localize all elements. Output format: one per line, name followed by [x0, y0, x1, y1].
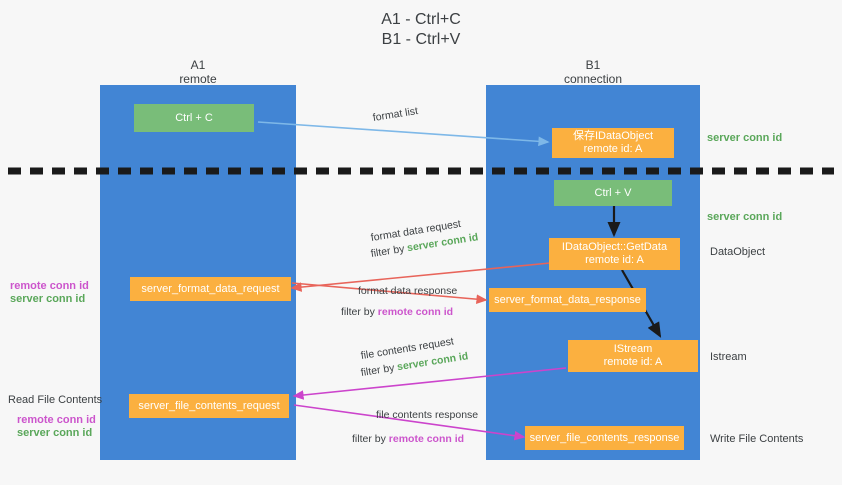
box-save-idataobject[interactable]: 保存IDataObject remote id: A	[552, 128, 674, 158]
label-dataobject: DataObject	[710, 246, 766, 258]
label-read-file-contents: Read File Contents	[8, 394, 103, 406]
lane-a1-subtitle: remote	[179, 72, 217, 86]
edge-label-file-contents-response-filter: filter by remote conn id	[352, 432, 464, 446]
box-server-file-contents-request-label: server_file_contents_request	[138, 399, 280, 412]
box-idataobject-getdata[interactable]: IDataObject::GetData remote id: A	[549, 238, 680, 270]
edge-label-file-contents-response: file contents response	[376, 409, 479, 421]
box-getdata-line1: IDataObject::GetData	[561, 241, 668, 253]
box-getdata-line2: remote id: A	[585, 254, 644, 266]
box-server-file-contents-request[interactable]: server_file_contents_request	[129, 394, 289, 418]
label-server-conn-id-lower: server conn id	[17, 427, 93, 439]
title-line-2: B1 - Ctrl+V	[381, 31, 461, 48]
label-server-conn-id-mid: server conn id	[707, 211, 783, 223]
box-server-file-contents-response-label: server_file_contents_response	[529, 431, 680, 444]
edge-label-file-contents-response-filter-value: remote conn id	[388, 433, 465, 445]
label-istream: Istream	[710, 351, 747, 363]
box-istream[interactable]: IStream remote id: A	[568, 340, 698, 372]
box-save-idataobject-line2: remote id: A	[583, 143, 643, 155]
edge-label-file-contents-request-filter-prefix: filter by	[359, 361, 399, 380]
edge-label-format-data-response-filter: filter by remote conn id	[341, 305, 453, 319]
edge-label-file-contents-response-filter-prefix: filter by	[352, 433, 389, 445]
lane-b1-subtitle: connection	[563, 72, 623, 86]
box-server-format-data-response-label: server_format_data_response	[494, 293, 641, 306]
title-line-1: A1 - Ctrl+C	[381, 11, 461, 28]
label-remote-conn-id-lower: remote conn id	[17, 414, 96, 426]
box-server-format-data-response[interactable]: server_format_data_response	[489, 288, 646, 312]
edge-label-format-data-response-filter-prefix: filter by	[341, 306, 378, 318]
lane-b1-name: B1	[585, 58, 601, 72]
lane-a1-name: A1	[190, 58, 206, 72]
label-remote-conn-id-upper: remote conn id	[10, 280, 89, 292]
page-title: A1 - Ctrl+C B1 - Ctrl+V	[0, 10, 842, 50]
label-server-conn-id-upper: server conn id	[10, 293, 86, 305]
label-write-file-contents: Write File Contents	[710, 433, 804, 445]
box-ctrl-v[interactable]: Ctrl + V	[554, 180, 672, 206]
label-server-conn-id-top: server conn id	[707, 132, 783, 144]
box-ctrl-c-label: Ctrl + C	[175, 111, 213, 124]
lane-a1-header: A1 remote	[100, 58, 296, 86]
lane-b1-header: B1 connection	[486, 58, 700, 86]
edge-label-format-list: format list	[371, 105, 419, 125]
box-server-format-data-request[interactable]: server_format_data_request	[130, 277, 291, 301]
edge-label-format-data-response-filter-value: remote conn id	[377, 306, 454, 318]
box-server-format-data-request-label: server_format_data_request	[141, 282, 280, 295]
box-server-file-contents-response[interactable]: server_file_contents_response	[525, 426, 684, 450]
box-istream-line1: IStream	[613, 343, 653, 355]
box-istream-line2: remote id: A	[603, 356, 663, 368]
box-save-idataobject-line1: 保存IDataObject	[572, 130, 654, 142]
box-ctrl-c[interactable]: Ctrl + C	[134, 104, 254, 132]
edge-label-format-data-response: format data response	[358, 285, 458, 297]
edge-label-format-data-request-filter-prefix: filter by	[369, 242, 409, 261]
box-ctrl-v-label: Ctrl + V	[594, 186, 632, 199]
